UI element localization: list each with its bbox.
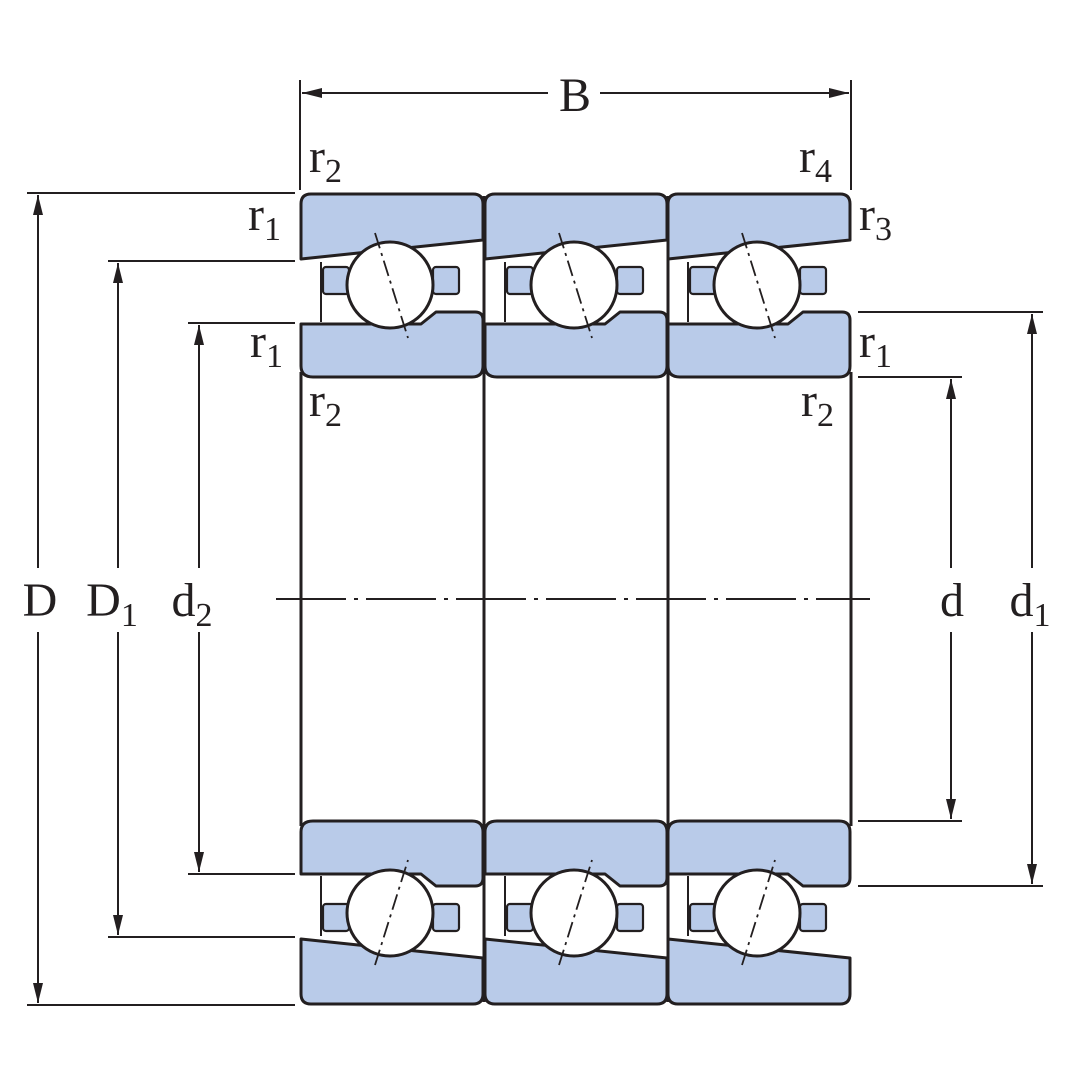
label-r-inner-right: r1 xyxy=(859,315,892,375)
label-r-inner-left-main: r xyxy=(250,315,266,368)
label-d1: d1 xyxy=(1010,574,1051,634)
label-D1-main: D xyxy=(86,574,121,627)
label-r-inner-right-main: r xyxy=(859,315,875,368)
bearing-row-3-top xyxy=(666,192,852,379)
label-r-outer-left-main: r xyxy=(248,188,264,241)
label-r-bore-left: r2 xyxy=(309,374,342,434)
cage-pocket-left xyxy=(505,265,535,296)
bearing-row-3-bottom xyxy=(666,819,852,1006)
inner-ring xyxy=(299,819,485,888)
outer-ring xyxy=(666,937,852,1006)
bearing-row-2-bottom xyxy=(483,819,669,1006)
label-r-bore-left-main: r xyxy=(309,374,325,427)
outer-ring xyxy=(666,192,852,261)
dimension-B: B xyxy=(299,69,852,190)
label-r-top-left-main: r xyxy=(309,130,325,183)
label-r-outer-left: r1 xyxy=(248,188,281,248)
ball xyxy=(529,868,619,958)
contact-angle-line xyxy=(741,859,776,966)
label-r-inner-left: r1 xyxy=(250,315,283,375)
ball xyxy=(345,868,435,958)
label-d2: d2 xyxy=(172,574,213,634)
label-D1-sub: 1 xyxy=(121,597,138,634)
label-r-bore-right: r2 xyxy=(801,374,834,434)
contact-angle-line xyxy=(741,232,776,339)
cage-pocket-right xyxy=(798,902,828,933)
label-r-top-left-sub: 2 xyxy=(325,153,342,190)
cage-pocket-left xyxy=(321,265,351,296)
cage-pocket-right xyxy=(798,265,828,296)
cage-pocket-left xyxy=(688,902,718,933)
contact-angle-line xyxy=(558,232,593,339)
label-r-outer-right: r3 xyxy=(859,188,892,248)
label-r-bore-left-sub: 2 xyxy=(325,397,342,434)
outer-ring xyxy=(299,937,485,1006)
label-r-inner-left-sub: 1 xyxy=(266,338,283,375)
bearing-row-1-top xyxy=(299,192,485,379)
cage-pocket-left xyxy=(688,265,718,296)
contact-angle-line xyxy=(374,859,409,966)
label-r-top-left: r2 xyxy=(309,130,342,190)
label-r-top-right-sub: 4 xyxy=(815,153,832,190)
dimension-D: D xyxy=(23,192,295,1006)
ball xyxy=(345,240,435,330)
radius-labels: r2 r4 r1 r3 r1 r1 r2 r2 xyxy=(248,130,892,434)
inner-ring xyxy=(483,310,669,379)
ball xyxy=(529,240,619,330)
cage-pocket-right xyxy=(615,902,645,933)
label-r-outer-right-main: r xyxy=(859,188,875,241)
inner-ring xyxy=(666,819,852,888)
label-B: B xyxy=(559,69,591,122)
label-d1-main: d xyxy=(1010,574,1034,627)
label-D1: D1 xyxy=(86,574,138,634)
bearing-row-2-top xyxy=(483,192,669,379)
label-d2-sub: 2 xyxy=(196,597,213,634)
label-r-bore-right-main: r xyxy=(801,374,817,427)
contact-angle-line xyxy=(374,232,409,339)
label-r-top-right-main: r xyxy=(799,130,815,183)
label-d2-main: d xyxy=(172,574,196,627)
label-r-bore-right-sub: 2 xyxy=(817,397,834,434)
cage-pocket-right xyxy=(431,265,461,296)
dimension-d2: d2 xyxy=(172,322,295,875)
inner-ring xyxy=(299,310,485,379)
label-d1-sub: 1 xyxy=(1034,597,1051,634)
dimension-d1: d1 xyxy=(858,311,1051,887)
outer-ring xyxy=(299,192,485,261)
inner-ring xyxy=(483,819,669,888)
ball xyxy=(712,240,802,330)
cage-pocket-right xyxy=(431,902,461,933)
cage-pocket-right xyxy=(615,265,645,296)
cage-pocket-left xyxy=(321,902,351,933)
label-r-inner-right-sub: 1 xyxy=(875,338,892,375)
cage-pocket-left xyxy=(505,902,535,933)
label-d: d xyxy=(940,574,964,627)
ball xyxy=(712,868,802,958)
label-r-outer-right-sub: 3 xyxy=(875,211,892,248)
bearing-rows xyxy=(299,192,852,1006)
contact-angle-line xyxy=(558,859,593,966)
inner-ring xyxy=(666,310,852,379)
dimension-d: d xyxy=(858,376,964,822)
label-r-top-right: r4 xyxy=(799,130,832,190)
label-D: D xyxy=(23,574,58,627)
dimension-D1: D1 xyxy=(86,260,295,938)
label-r-outer-left-sub: 1 xyxy=(264,211,281,248)
bearing-row-1-bottom xyxy=(299,819,485,1006)
